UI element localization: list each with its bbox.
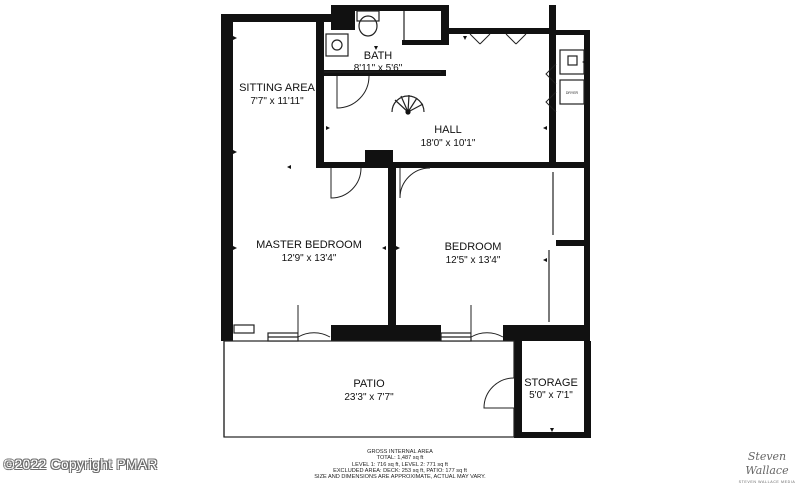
door-master-patio	[297, 305, 331, 338]
wall-east	[584, 30, 590, 340]
room-label-storage: STORAGE	[524, 377, 578, 389]
wall-hall-north	[441, 28, 554, 34]
door-laundry-2	[545, 91, 557, 113]
room-dims-patio: 23'3" x 7'7"	[344, 392, 394, 403]
wall-north-sitting	[221, 14, 331, 22]
wall-storage-east	[584, 341, 591, 437]
door-hall-bifold-2	[505, 33, 527, 45]
room-dims-master-bedroom: 12'9" x 13'4"	[282, 253, 337, 264]
area-excluded: EXCLUDED AREA: DECK: 253 sq ft, PATIO: 1…	[333, 467, 467, 474]
room-dims-hall: 18'0" x 10'1"	[421, 138, 476, 149]
room-label-bedroom: BEDROOM	[445, 241, 502, 253]
stair-center	[405, 109, 411, 115]
laundry-sink	[559, 49, 585, 75]
door-bedroom-patio	[470, 305, 504, 338]
copyright-watermark: ©2022 Copyright PMAR	[4, 456, 158, 472]
wall-bath-north	[355, 5, 447, 11]
wall-closet-divider	[556, 240, 588, 246]
brand-script: Steven Wallace	[745, 450, 789, 477]
room-dims-storage: 5'0" x 7'1"	[529, 390, 573, 401]
walls	[221, 5, 591, 438]
wall-hall-west	[316, 76, 324, 168]
wall-hall-east	[549, 34, 556, 168]
brand-subtitle: STEVEN WALLACE MEDIA	[738, 480, 796, 484]
room-dims-bath: 8'11" x 5'6"	[354, 63, 403, 74]
wall-sw	[221, 325, 233, 341]
room-label-master-bedroom: MASTER BEDROOM	[256, 239, 362, 251]
wall-west	[221, 14, 233, 341]
room-label-patio: PATIO	[353, 378, 385, 390]
spiral-stair	[391, 94, 425, 113]
door-laundry-1	[545, 63, 557, 85]
wall-south-mid	[331, 325, 441, 341]
door-storage	[483, 377, 515, 409]
wall-bath-east	[441, 5, 449, 45]
area-heading: GROSS INTERNAL AREA	[367, 449, 433, 455]
wall-closet-south	[556, 162, 588, 168]
room-label-hall: HALL	[434, 124, 462, 136]
fixture-label-dryer: DRYER	[566, 91, 579, 95]
wall-closet-north	[556, 30, 588, 35]
door-bath	[336, 75, 370, 109]
wall-hall-pillar	[365, 150, 393, 168]
room-label-sitting-area: SITTING AREA	[239, 82, 315, 94]
area-total: TOTAL: 1,487 sq ft	[376, 455, 424, 462]
wall-bath-south	[316, 70, 446, 76]
room-label-bath: BATH	[364, 50, 393, 62]
area-summary: GROSS INTERNAL AREA TOTAL: 1,487 sq ft L…	[300, 449, 500, 480]
wall-bedroom-divider	[388, 162, 396, 337]
wall-storage-west	[514, 341, 522, 437]
bath-sink	[325, 33, 349, 57]
door-master	[330, 167, 362, 199]
door-hall-bifold-1	[469, 33, 491, 45]
wall-bath-west	[316, 22, 324, 77]
room-dims-sitting-area: 7'7" x 11'11"	[250, 96, 304, 107]
bath-toilet-tank	[356, 10, 380, 22]
wall-storage-south	[514, 432, 591, 438]
wall-hall-south	[324, 162, 556, 168]
wall-bath-corner	[331, 5, 355, 30]
door-bedroom	[399, 167, 431, 199]
master-radiator	[233, 324, 255, 334]
doors	[297, 33, 557, 409]
wall-hall-ne	[549, 5, 556, 34]
area-disclaimer: SIZE AND DIMENSIONS ARE APPROXIMATE, ACT…	[314, 474, 486, 481]
tick-marks	[233, 36, 586, 432]
brand-logo: Steven Wallace STEVEN WALLACE MEDIA	[738, 450, 796, 484]
wall-south-east	[503, 325, 590, 341]
room-labels: SITTING AREA 7'7" x 11'11" BATH 8'11" x …	[239, 50, 578, 403]
area-levels: LEVEL 1: 716 sq ft, LEVEL 2: 771 sq ft	[352, 461, 448, 468]
room-dims-bedroom: 12'5" x 13'4"	[446, 255, 501, 266]
wall-bath-partition	[402, 40, 446, 45]
dryer-box	[559, 79, 585, 105]
